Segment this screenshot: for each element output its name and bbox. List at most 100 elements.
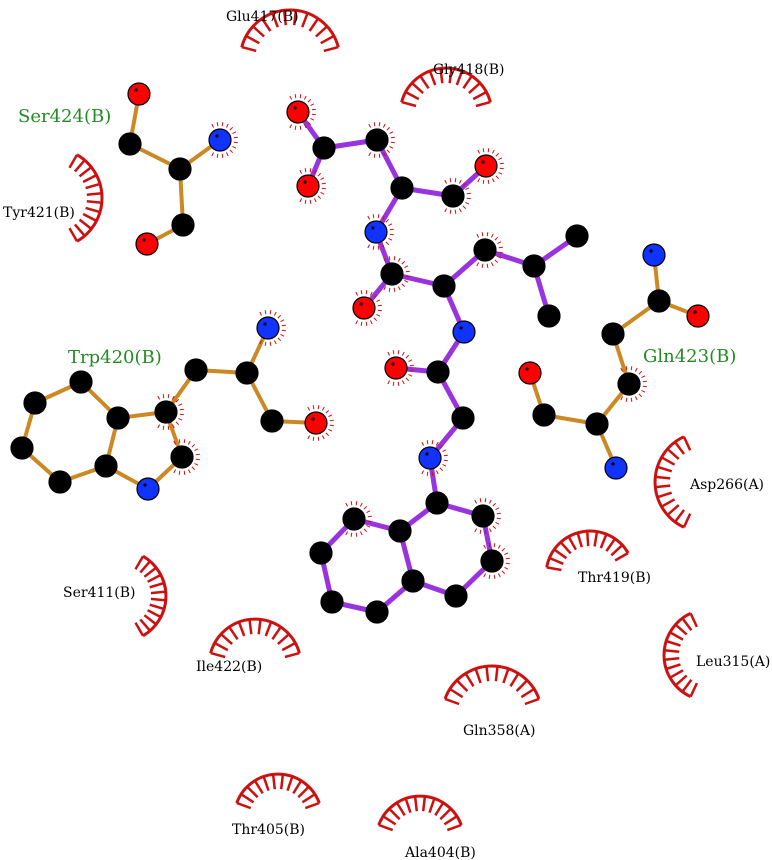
arc-spoke: [257, 619, 262, 635]
carbon-atom: [69, 370, 93, 394]
atom-disc: [135, 232, 159, 256]
hydrophobic-spoke: [307, 435, 311, 440]
arc-spoke: [262, 775, 270, 792]
hydrophobic-spoke: [304, 199, 307, 204]
arc-spoke: [228, 626, 239, 641]
hydrophobic-spoke: [259, 311, 263, 316]
atom-disc: [260, 409, 284, 433]
atom-disc: [474, 154, 498, 178]
atom-highlight: [480, 244, 484, 248]
hydrophobic-spoke: [641, 389, 646, 393]
atom-disc: [401, 569, 425, 593]
atom-disc: [10, 436, 34, 460]
hydrophobic-spoke: [162, 425, 165, 430]
hydrophobic-spoke: [277, 314, 282, 319]
atom-highlight: [611, 462, 615, 466]
oxygen-atom: [286, 94, 316, 130]
carbon-atom: [118, 132, 142, 156]
hydrophobic-spoke: [497, 573, 501, 578]
hydrophobic-spoke: [498, 157, 503, 161]
arc-spoke: [277, 633, 290, 646]
carbon-atom: [320, 590, 344, 614]
arc-spoke: [475, 100, 491, 108]
hydrophobic-spoke: [442, 463, 447, 467]
carbon-atom: [10, 436, 34, 460]
hydrophobic-contact-arc: [662, 611, 699, 699]
hydrophobic-contact-arc: [545, 529, 630, 572]
atom-highlight: [525, 367, 529, 371]
hydrophobic-spoke: [294, 125, 297, 130]
arc-spoke: [143, 614, 157, 626]
hydrophobic-spoke: [216, 153, 219, 158]
atoms: [10, 82, 710, 624]
arc-spoke: [68, 154, 79, 169]
arc-curve: [400, 66, 492, 103]
hydrophobic-spoke: [289, 124, 293, 129]
hydrophobic-spoke: [499, 162, 504, 165]
atom-disc: [154, 400, 178, 424]
arc-spoke: [308, 17, 320, 32]
arc-spoke: [301, 12, 309, 28]
carbon-atom: [617, 366, 647, 402]
arc-spoke: [455, 70, 464, 86]
arc-spoke: [664, 649, 680, 654]
atom-highlight: [544, 310, 548, 314]
arc-spoke: [323, 45, 339, 53]
hydrophobic-spoke: [495, 521, 500, 525]
arc-spoke: [669, 631, 684, 641]
atom-highlight: [113, 412, 117, 416]
hydrophobic-spoke: [397, 257, 401, 262]
atom-highlight: [327, 596, 331, 600]
hydrophobic-spoke: [309, 168, 312, 173]
hydrophobic-spoke: [474, 499, 478, 504]
residue-label-gln423: Gln423(B): [643, 346, 736, 367]
atom-highlight: [215, 134, 219, 138]
atom-highlight: [487, 555, 491, 559]
atom-highlight: [76, 376, 80, 380]
hydrophobic-spoke: [466, 192, 471, 195]
arc-spoke: [248, 619, 253, 635]
atom-highlight: [693, 310, 697, 314]
atom-disc: [69, 370, 93, 394]
hydrophobic-spoke: [497, 544, 501, 549]
hydrophobic-spoke: [303, 95, 307, 100]
hydrophobic-spoke: [486, 232, 489, 237]
arc-spoke: [214, 641, 229, 652]
carbon-atom: [451, 406, 475, 430]
hydrophobic-spoke: [431, 440, 434, 445]
arc-spoke: [150, 590, 166, 595]
hydrophobic-spoke: [363, 528, 368, 533]
arc-curve: [662, 611, 692, 699]
hydrophobic-spoke: [404, 265, 409, 269]
hydrophobic-spoke: [317, 172, 322, 177]
hydrophobic-spoke: [444, 179, 448, 184]
hydrophobic-spoke: [377, 245, 380, 250]
hydrophobic-spoke: [363, 505, 368, 510]
hydrophobic-spoke: [388, 237, 393, 241]
arc-spoke: [655, 475, 671, 480]
hydrophobic-spoke: [634, 367, 638, 372]
hydrophobic-spoke: [303, 124, 307, 129]
atom-highlight: [572, 230, 576, 234]
hydrophobic-spoke: [355, 501, 358, 506]
atom-highlight: [433, 366, 437, 370]
hydrophobic-spoke: [367, 215, 371, 220]
arc-spoke: [150, 597, 166, 602]
atom-highlight: [425, 452, 429, 456]
arc-spoke: [610, 544, 624, 557]
atom-highlight: [316, 547, 320, 551]
atom-disc: [23, 391, 47, 415]
residue-label-gly418: Gly418(B): [433, 62, 505, 78]
residue-label-tyr421: Tyr421(B): [3, 205, 75, 221]
carbon-atom: [171, 213, 195, 237]
carbon-atom: [94, 454, 118, 478]
hydrophobic-spoke: [366, 524, 371, 528]
arc-spoke: [439, 68, 444, 84]
hydrophobic-spoke: [179, 408, 184, 411]
residue-label-gln358: Gln358(A): [463, 723, 535, 739]
hydrophobic-spoke: [477, 178, 481, 183]
atom-disc: [171, 213, 195, 237]
carbon-atom: [23, 391, 47, 415]
hydrophobic-spoke: [225, 152, 229, 157]
hydrophobic-spoke: [401, 380, 405, 385]
